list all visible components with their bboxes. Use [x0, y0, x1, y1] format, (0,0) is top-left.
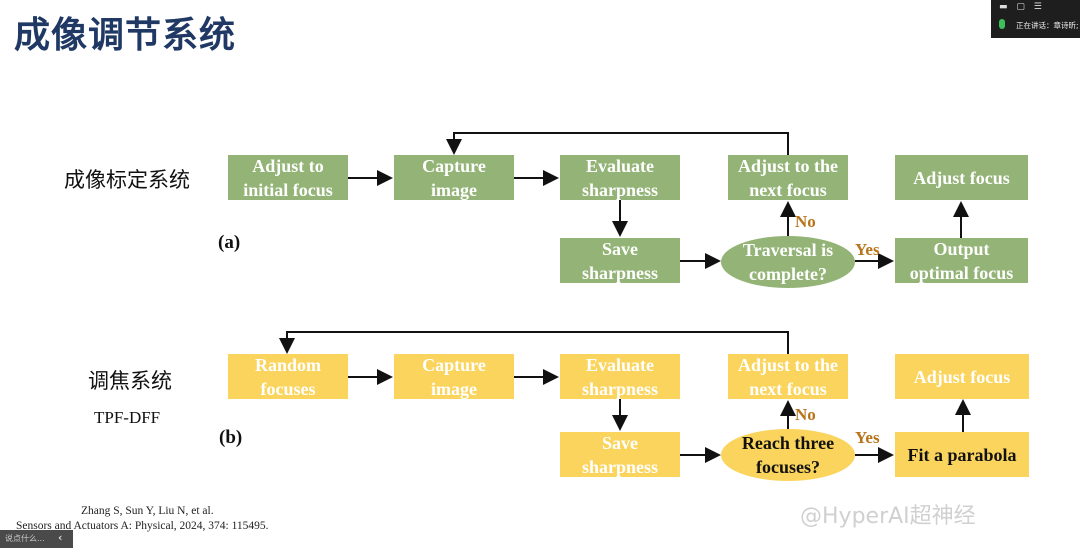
arrow-b6 — [279, 331, 789, 354]
page-title: 成像调节系统 — [14, 15, 237, 56]
panel-a-label: (a) — [218, 232, 241, 253]
node-b-evaluate-sharpness: Evaluate sharpness — [560, 354, 680, 399]
node-a-capture-image: Capture image — [394, 155, 514, 200]
node-a-adjust-initial-focus: Adjust to initial focus — [228, 155, 348, 200]
edge-b-yes: Yes — [855, 428, 880, 447]
node-b-adjust-focus: Adjust focus — [895, 354, 1029, 399]
panel-b-label: (b) — [219, 427, 243, 448]
node-b-fit-parabola: Fit a parabola — [895, 432, 1029, 477]
meeting-widget[interactable]: ▬ ▢ ☰ 正在讲话：章诗昕; — [991, 0, 1080, 38]
arrow-a6 — [446, 132, 789, 155]
node-b-decision: Reach three focuses? — [721, 429, 855, 481]
microphone-icon — [999, 19, 1005, 29]
node-a-evaluate-sharpness: Evaluate sharpness — [560, 155, 680, 200]
node-a-adjust-focus: Adjust focus — [895, 155, 1028, 200]
row-b-sublabel: TPF-DFF — [94, 408, 161, 427]
comment-input[interactable]: 说点什么... — [5, 534, 45, 543]
node-a-decision: Traversal is complete? — [721, 236, 855, 288]
citation-journal: Sensors and Actuators A: Physical, 2024,… — [16, 520, 269, 532]
window-controls-icon[interactable]: ▬ ▢ ☰ — [999, 2, 1045, 12]
citation-authors: Zhang S, Sun Y, Liu N, et al. — [81, 505, 214, 517]
node-b-adjust-next-focus: Adjust to the next focus — [728, 354, 848, 399]
edge-a-no: No — [795, 212, 816, 231]
node-b-random-focuses: Random focuses — [228, 354, 348, 399]
node-a-output-optimal-focus: Output optimal focus — [895, 238, 1028, 283]
node-b-capture-image: Capture image — [394, 354, 514, 399]
node-b-save-sharpness: Save sharpness — [560, 432, 680, 477]
chevron-left-icon[interactable]: ‹ — [58, 531, 63, 544]
speaker-name: 章诗昕; — [1053, 21, 1079, 30]
row-b-label: 调焦系统 — [88, 369, 172, 393]
comment-bar[interactable]: 说点什么... ‹ — [0, 530, 73, 548]
node-a-save-sharpness: Save sharpness — [560, 238, 680, 283]
edge-a-yes: Yes — [855, 240, 880, 259]
speaking-status: 正在讲话： — [1016, 21, 1054, 30]
edge-b-no: No — [795, 405, 816, 424]
node-a-adjust-next-focus: Adjust to the next focus — [728, 155, 848, 200]
row-a-label: 成像标定系统 — [64, 168, 190, 192]
watermark: @HyperAI超神经 — [800, 504, 976, 529]
